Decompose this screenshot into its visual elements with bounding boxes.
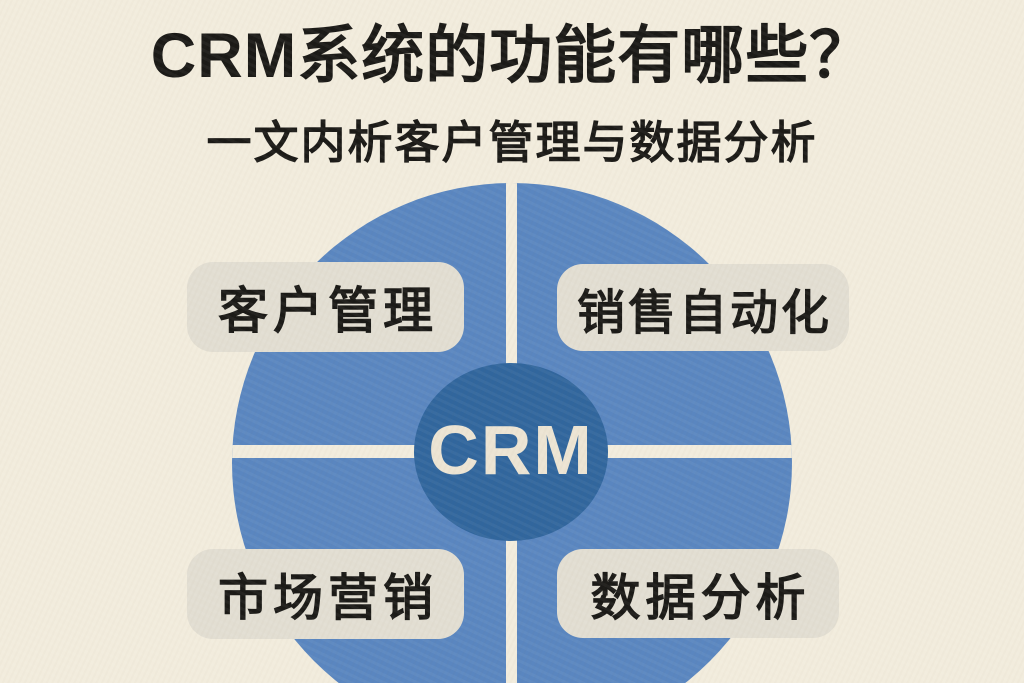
quadrant-label-data-analysis: 数据分析 [557, 549, 839, 638]
crm-center-label: CRM [428, 411, 594, 489]
page-title: CRM系统的功能有哪些？ [150, 21, 874, 91]
quadrant-label-marketing: 市场营销 [187, 549, 464, 639]
crm-center-circle: CRM [414, 363, 608, 541]
quadrant-label-customer-management: 客户管理 [187, 262, 464, 352]
quadrant-label-sales-automation: 销售自动化 [557, 264, 849, 351]
page-subtitle: 一文内析客户管理与数据分析 [206, 117, 818, 168]
